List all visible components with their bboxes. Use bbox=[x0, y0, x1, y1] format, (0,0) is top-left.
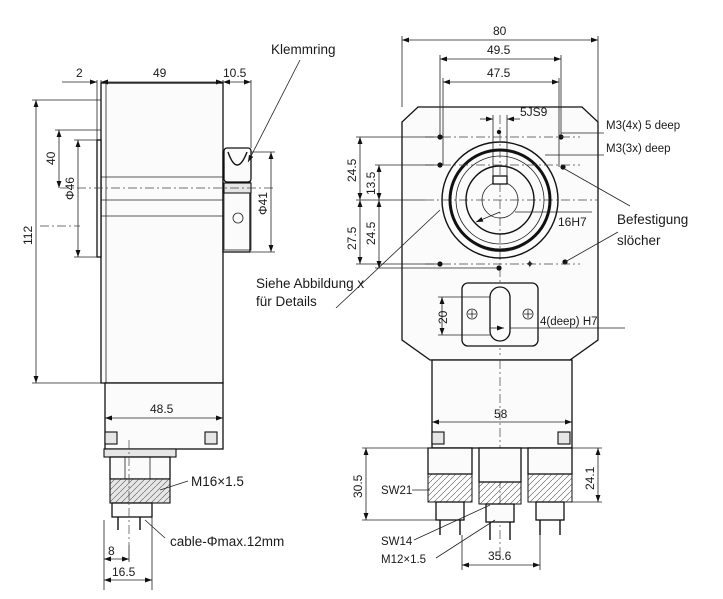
dim-27-5: 27.5 bbox=[345, 226, 359, 250]
side-housing bbox=[100, 82, 224, 384]
label-siehe-line2: für Details bbox=[256, 294, 317, 309]
dim-phi46: Φ46 bbox=[63, 177, 77, 200]
dim-47-5: 47.5 bbox=[487, 66, 511, 80]
cable-glands-front bbox=[427, 447, 573, 540]
connector-plate bbox=[461, 282, 539, 347]
label-m16: M16×1.5 bbox=[191, 474, 244, 489]
dim-24-1: 24.1 bbox=[583, 466, 597, 490]
dim-49: 49 bbox=[153, 66, 167, 80]
dim-16-5: 16.5 bbox=[112, 565, 136, 579]
front-view: ✦ bbox=[256, 24, 688, 570]
dim-phi41: Φ41 bbox=[256, 192, 270, 215]
dim-24-5-top: 24.5 bbox=[345, 158, 359, 182]
hollow-shaft bbox=[441, 141, 559, 259]
dim-48-5: 48.5 bbox=[150, 402, 174, 416]
label-befestigung-line2: slöcher bbox=[617, 233, 661, 248]
label-m3-3x: M3(3x) deep bbox=[606, 143, 671, 155]
dim-13-5: 13.5 bbox=[364, 171, 378, 195]
dim-20: 20 bbox=[436, 310, 450, 324]
dim-40: 40 bbox=[44, 151, 58, 165]
hole-marker: ✦ bbox=[525, 259, 535, 271]
label-m12: M12×1.5 bbox=[381, 554, 426, 566]
cable-gland-m16 bbox=[103, 440, 177, 545]
label-4deep-h7: 4(deep) H7 bbox=[540, 316, 598, 328]
dim-5js9: 5JS9 bbox=[520, 105, 548, 119]
dim-112: 112 bbox=[21, 226, 35, 245]
dim-8: 8 bbox=[108, 544, 115, 558]
label-m3-4x: M3(4x) 5 deep bbox=[606, 120, 680, 132]
dim-58: 58 bbox=[494, 407, 508, 421]
side-view: 2 49 10.5 Klemmring 112 40 Φ46 Φ41 48.5 … bbox=[21, 42, 336, 590]
hole bbox=[496, 129, 502, 135]
label-klemmring: Klemmring bbox=[271, 42, 336, 57]
front-lower-housing bbox=[431, 359, 573, 449]
dim-80: 80 bbox=[493, 24, 507, 38]
label-befestigung-line1: Befestigung bbox=[617, 212, 688, 227]
dim-10-5: 10.5 bbox=[223, 66, 247, 80]
mounting-holes: ✦ bbox=[425, 129, 580, 271]
dim-2: 2 bbox=[76, 66, 83, 80]
label-siehe-line1: Siehe Abbildung x bbox=[256, 276, 364, 291]
dim-49-5: 49.5 bbox=[487, 43, 511, 57]
dim-30-5: 30.5 bbox=[351, 474, 365, 498]
label-sw14: SW14 bbox=[381, 536, 413, 548]
label-cable: cable-Φmax.12mm bbox=[170, 534, 284, 549]
dim-16h7: 16H7 bbox=[558, 215, 587, 229]
dim-35-6: 35.6 bbox=[488, 549, 512, 563]
label-sw21: SW21 bbox=[381, 485, 412, 497]
dim-24-5-bottom: 24.5 bbox=[364, 221, 378, 245]
